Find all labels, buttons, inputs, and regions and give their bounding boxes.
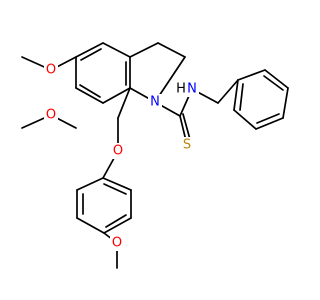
- bond-line: [103, 217, 132, 234]
- bond-line: [76, 217, 105, 234]
- atom-h-amide: H: [175, 81, 187, 97]
- bond-line: [239, 83, 244, 111]
- atom-o-ether-label: O: [113, 144, 123, 159]
- bond-line: [129, 42, 159, 58]
- atom-s-thio: S: [180, 137, 194, 153]
- bond-line: [117, 87, 131, 119]
- bond-line: [282, 87, 289, 119]
- bond-line: [102, 87, 131, 104]
- bond-lines: [21, 42, 289, 269]
- bond-line: [217, 79, 239, 104]
- bond-line: [103, 183, 127, 195]
- bond-line: [237, 69, 266, 81]
- bond-line: [105, 214, 127, 228]
- bond-line: [80, 48, 102, 61]
- atom-n-ring: N: [148, 94, 162, 110]
- bond-line: [79, 84, 101, 98]
- atom-n-amide-label: N: [187, 82, 197, 97]
- bond-line: [264, 69, 289, 89]
- atom-o-methoxy-7: O: [44, 107, 58, 123]
- atom-o-methoxy-6-label: O: [46, 63, 56, 78]
- atom-o-ether: O: [111, 143, 125, 159]
- atom-o-methoxy-6: O: [44, 62, 58, 78]
- atom-o-methoxy-phenyl-label: O: [112, 236, 122, 251]
- bond-line: [76, 177, 104, 191]
- bond-line: [75, 42, 104, 58]
- atom-labels: O O N N H S O O: [44, 62, 199, 251]
- atom-n-ring-label: N: [150, 95, 160, 110]
- bond-line: [233, 79, 239, 111]
- atom-o-methoxy-7-label: O: [46, 108, 56, 123]
- bond-line: [233, 109, 257, 130]
- atom-h-amide-label: H: [176, 82, 186, 97]
- atom-n-amide: N: [185, 81, 199, 97]
- bond-line: [102, 177, 132, 191]
- atom-s-thio-label: S: [183, 138, 191, 153]
- bond-line: [263, 75, 284, 91]
- molecule-structure-diagram: O O N N H S O O: [21, 42, 289, 269]
- atom-o-methoxy-phenyl: O: [110, 235, 124, 251]
- bond-line: [102, 42, 131, 58]
- bond-line: [256, 113, 280, 124]
- bond-line: [75, 87, 104, 104]
- bond-line: [255, 117, 284, 130]
- bond-line: [157, 42, 186, 58]
